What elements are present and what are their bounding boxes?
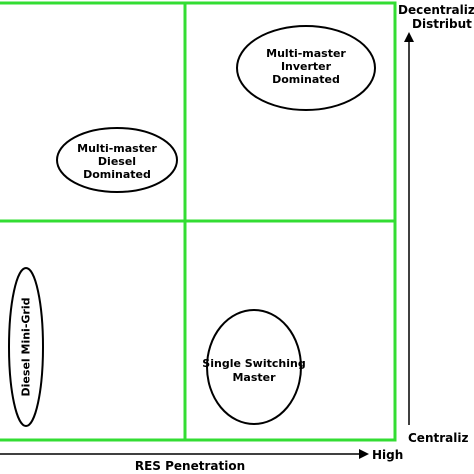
quadrant-bottom-right: Single Switching Master: [202, 309, 306, 425]
quadrant-top-right: Multi-master Inverter Dominated: [236, 25, 376, 111]
multi-master-diesel-line3: Dominated: [83, 168, 151, 181]
multi-master-inverter-line1: Multi-master: [266, 47, 346, 60]
x-axis-label: RES Penetration: [135, 459, 245, 473]
multi-master-inverter-line2: Inverter: [281, 60, 332, 73]
single-switching-master-line2: Master: [232, 371, 276, 384]
y-axis: Decentraliz Distribut Centraliz: [398, 3, 474, 445]
y-axis-top-label-line1: Decentraliz: [398, 3, 474, 17]
multi-master-diesel-line1: Multi-master: [77, 142, 157, 155]
x-axis: High RES Penetration: [0, 448, 403, 473]
y-axis-bottom-label: Centraliz: [408, 431, 468, 445]
single-switching-master-line1: Single Switching: [202, 357, 305, 370]
quadrant-top-left: Multi-master Diesel Dominated: [56, 127, 178, 193]
y-axis-top-label-line2: Distribut: [412, 17, 472, 31]
diesel-mini-grid-ellipse: [8, 267, 44, 427]
multi-master-inverter-ellipse: [236, 25, 376, 111]
quadrant-grid: [0, 1, 397, 442]
single-switching-master-ellipse: [206, 309, 302, 425]
multi-master-diesel-ellipse: [56, 127, 178, 193]
multi-master-inverter-line3: Dominated: [272, 73, 340, 86]
quadrant-bottom-left: Diesel Mini-Grid: [8, 267, 44, 427]
diesel-mini-grid-label: Diesel Mini-Grid: [20, 298, 33, 397]
x-axis-high-label: High: [372, 448, 403, 462]
multi-master-diesel-line2: Diesel: [98, 155, 136, 168]
